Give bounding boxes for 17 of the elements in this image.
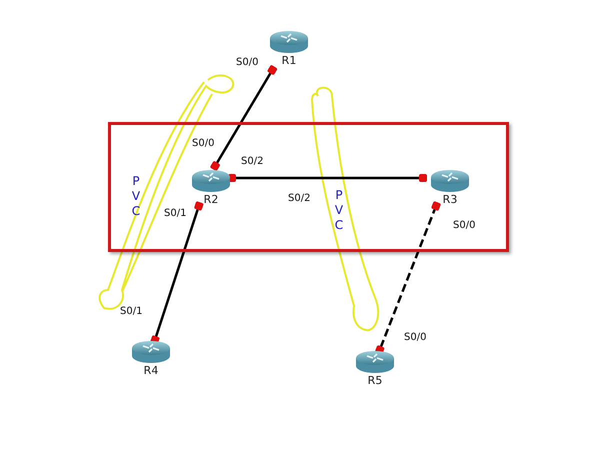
port-label: S0/2 [241,156,264,168]
pvc-label: PVC [334,188,344,233]
router-name: R4 [144,364,158,378]
port-label: S0/0 [453,220,476,232]
port-label: S0/0 [236,57,258,69]
port-label: S0/0 [192,138,214,150]
serial-link [210,64,278,172]
router-name: R5 [368,374,382,388]
router-name: R3 [442,193,458,207]
port-label: S0/2 [288,193,310,205]
router-name: R2 [204,193,218,207]
port-label: S0/1 [164,208,186,220]
port-label: S0/1 [120,306,142,318]
port-label: S0/0 [404,332,426,344]
serial-link [228,174,427,182]
router-name: R1 [282,54,296,68]
highlight-frame [108,122,509,252]
